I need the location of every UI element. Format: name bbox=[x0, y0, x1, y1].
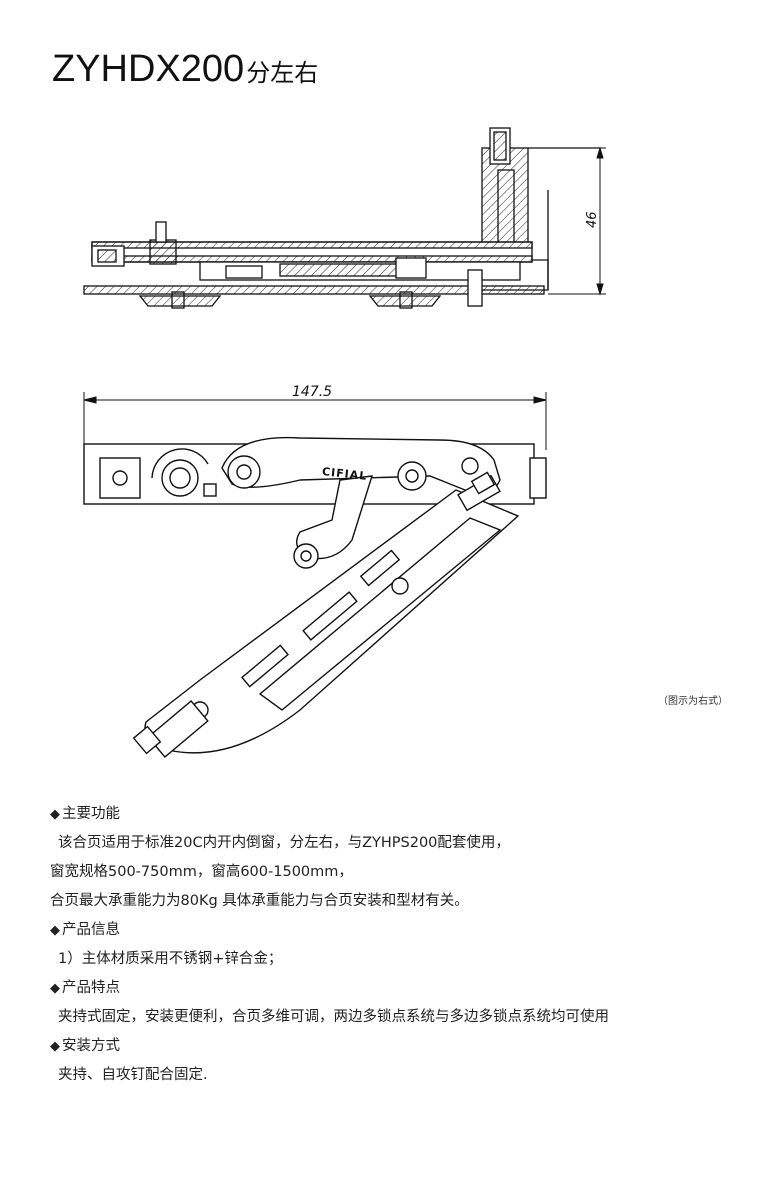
info-line: 1）主体材质采用不锈钢+锌合金； bbox=[58, 951, 283, 967]
cross-section-drawing: 46 bbox=[83, 127, 606, 309]
spec-section: ◆主要功能 该合页适用于标准20C内开内倒窗，分左右，与ZYHPS200配套使用… bbox=[50, 800, 750, 1090]
install-line: 夹持、自攻钉配合固定. bbox=[58, 1067, 208, 1083]
info-heading: ◆产品信息 bbox=[50, 922, 120, 938]
bullet-diamond: ◆ bbox=[50, 923, 60, 938]
title-suffix: 分左右 bbox=[246, 60, 319, 87]
height-dimension-label: 46 bbox=[585, 211, 600, 228]
bullet-diamond: ◆ bbox=[50, 981, 60, 996]
model-name: ZYHDX200 bbox=[52, 48, 245, 90]
function-line: 窗宽规格500-750mm，窗高600-1500mm， bbox=[50, 864, 353, 880]
page-title: ZYHDX200分左右 bbox=[52, 48, 318, 91]
width-dimension-label: 147.5 bbox=[292, 384, 332, 400]
install-heading: ◆安装方式 bbox=[50, 1038, 120, 1054]
bullet-diamond: ◆ bbox=[50, 807, 60, 822]
features-heading: ◆产品特点 bbox=[50, 980, 120, 996]
bullet-diamond: ◆ bbox=[50, 1039, 60, 1054]
plan-view-drawing: 147.5 CIFIAL bbox=[83, 384, 547, 758]
function-line: 该合页适用于标准20C内开内倒窗，分左右，与ZYHPS200配套使用， bbox=[58, 835, 510, 851]
brand-mark: CIFIAL bbox=[321, 465, 367, 483]
function-heading: ◆主要功能 bbox=[50, 806, 120, 822]
features-line: 夹持式固定，安装更便利，合页多维可调，两边多锁点系统与多边多锁点系统均可使用 bbox=[58, 1009, 609, 1025]
function-line: 合页最大承重能力为80Kg 具体承重能力与合页安装和型材有关。 bbox=[50, 893, 469, 909]
mirror-caption: （图示为右式） bbox=[658, 696, 728, 707]
